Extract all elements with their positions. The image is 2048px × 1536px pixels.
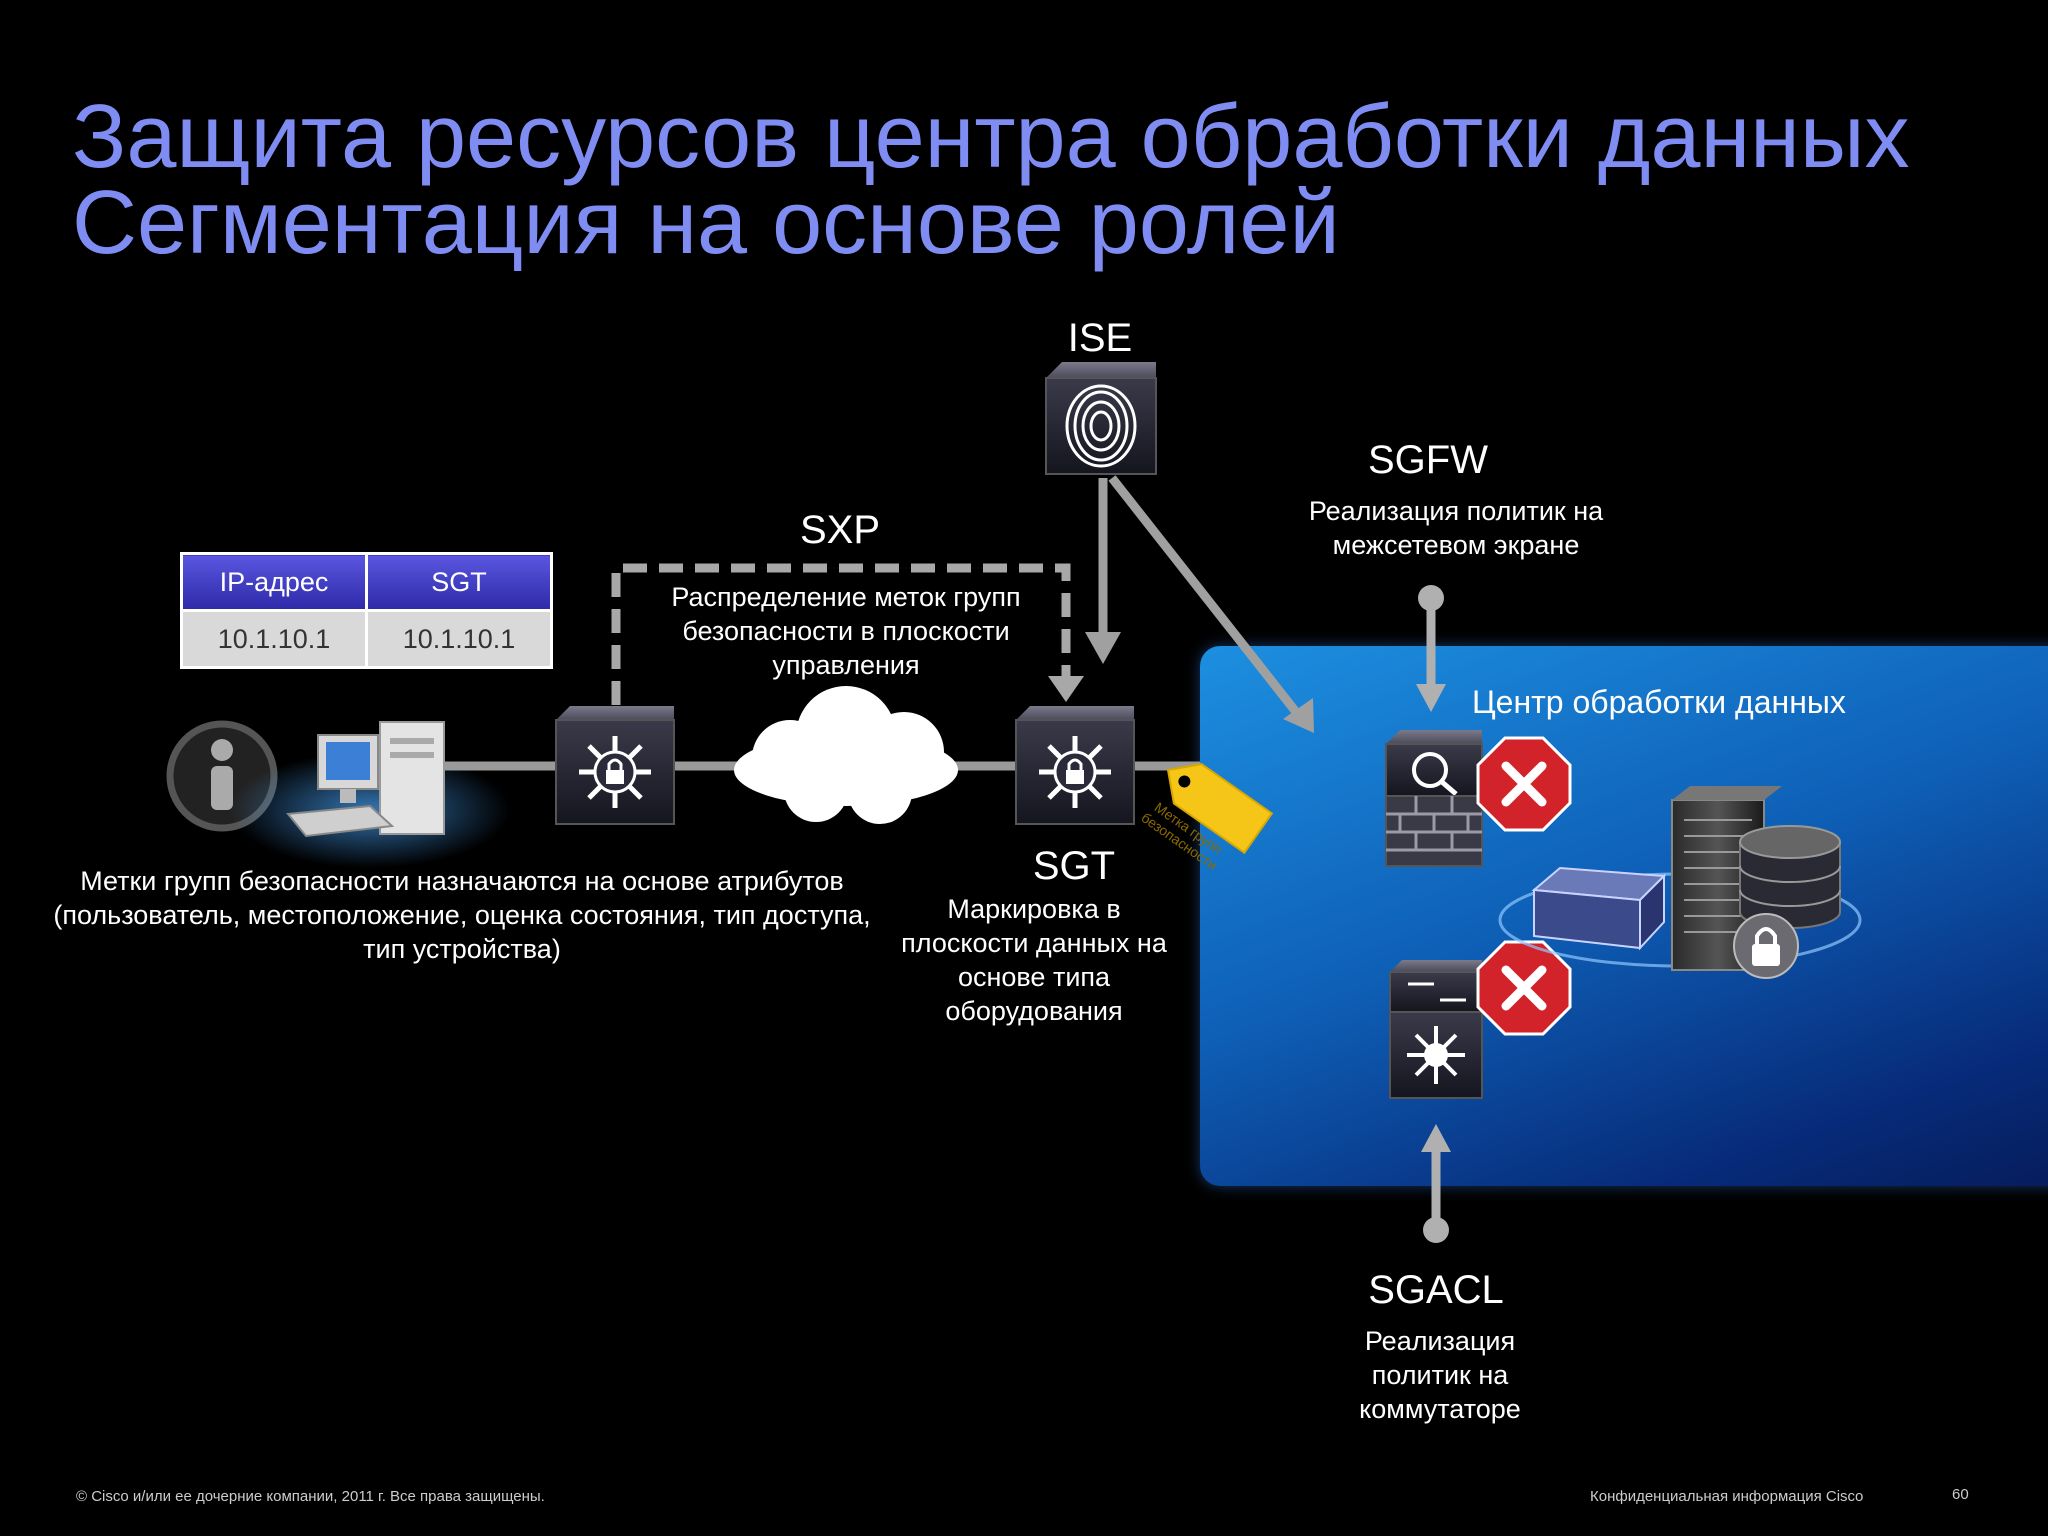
ise-firewall-arrowhead bbox=[1283, 698, 1314, 733]
sgacl-description: Реализация политик на коммутаторе bbox=[1359, 1326, 1521, 1424]
lock-icon bbox=[1733, 913, 1799, 979]
database-icon bbox=[1739, 825, 1841, 929]
cloud-icon bbox=[734, 686, 958, 824]
sgt-label: SGT bbox=[1032, 844, 1116, 888]
sgacl-label: SGACL bbox=[1368, 1268, 1504, 1312]
table-header-row: IP-адрес SGT bbox=[180, 552, 553, 612]
page-number: 60 bbox=[1952, 1486, 1969, 1503]
page-title: Защита ресурсов центра обработки данных bbox=[72, 87, 1910, 187]
sgfw-description: Реализация политик на межсетевом экране bbox=[1308, 496, 1604, 560]
endpoint-description: Метки групп безопасности назначаются на … bbox=[53, 866, 871, 964]
desktop-computer-icon bbox=[230, 721, 510, 868]
deny-icon bbox=[1476, 736, 1572, 832]
ise-to-firewall-arrow bbox=[1108, 475, 1300, 715]
sgacl-arrowhead bbox=[1421, 1124, 1451, 1152]
page-subtitle: Сегментация на основе ролей bbox=[72, 173, 1340, 273]
table-row: 10.1.10.1 10.1.10.1 bbox=[180, 609, 553, 669]
firewall-icon bbox=[1385, 730, 1483, 867]
access-switch-icon bbox=[555, 706, 675, 825]
tag-icon bbox=[1166, 763, 1274, 855]
data-center-title: Центр обработки данных bbox=[1472, 684, 1846, 720]
server-icon bbox=[1498, 786, 1862, 971]
table-header: SGT bbox=[365, 552, 553, 612]
footer-confidential: Конфиденциальная информация Cisco bbox=[1590, 1488, 1864, 1505]
sxp-description: Распределение меток групп безопасности в… bbox=[671, 582, 1021, 680]
sxp-arrowhead bbox=[1048, 676, 1084, 702]
table-header: IP-адрес bbox=[180, 552, 368, 612]
footer-copyright: © Cisco и/или ее дочерние компании, 2011… bbox=[76, 1488, 545, 1505]
table-cell: 10.1.10.1 bbox=[180, 609, 368, 669]
ip-sgt-table: IP-адрес SGT 10.1.10.1 10.1.10.1 bbox=[180, 552, 553, 669]
deny-icon bbox=[1476, 940, 1572, 1036]
sgfw-arrowhead bbox=[1416, 684, 1446, 712]
sxp-label: SXP bbox=[799, 508, 881, 552]
sgt-description: Маркировка в плоскости данных на основе … bbox=[901, 894, 1167, 1026]
ise-arrowhead bbox=[1085, 632, 1121, 664]
fingerprint-icon bbox=[1045, 362, 1157, 475]
sgfw-label: SGFW bbox=[1368, 438, 1488, 482]
table-cell: 10.1.10.1 bbox=[365, 609, 553, 669]
sxp-dashed-path bbox=[611, 563, 1071, 705]
dc-switch-icon bbox=[1389, 960, 1483, 1099]
ise-label: ISE bbox=[1067, 316, 1133, 360]
sgt-switch-icon bbox=[1015, 706, 1135, 825]
